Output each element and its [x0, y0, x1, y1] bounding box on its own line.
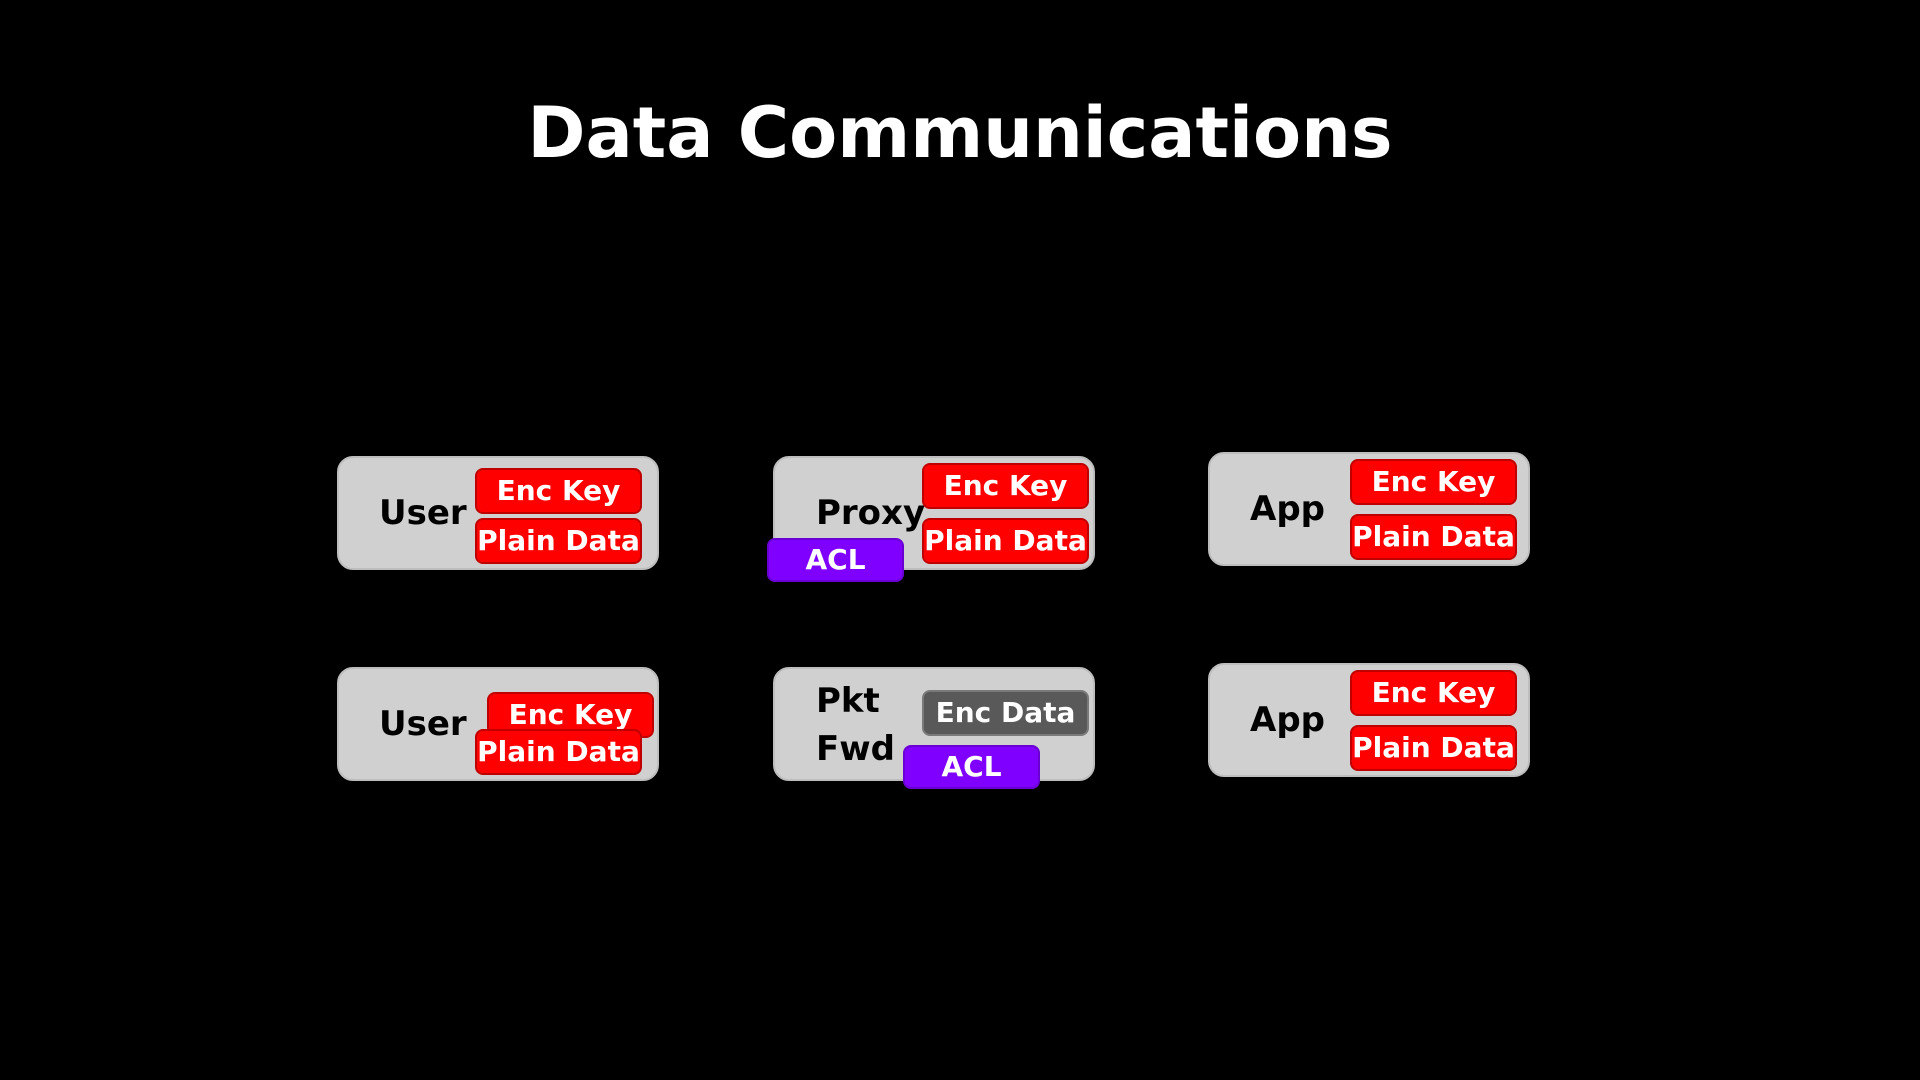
enc-data-block: Enc Data: [922, 690, 1089, 736]
pkt-fwd-label-line2: Fwd: [816, 729, 895, 769]
plain-data-block: Plain Data: [1350, 725, 1517, 771]
app-label: App: [1250, 700, 1325, 740]
plain-data-block: Plain Data: [1350, 514, 1517, 560]
page-title: Data Communications: [527, 92, 1393, 174]
enc-key-block: Enc Key: [475, 468, 642, 514]
plain-data-block: Plain Data: [475, 518, 642, 564]
app-label: App: [1250, 489, 1325, 529]
enc-key-block: Enc Key: [1350, 670, 1517, 716]
acl-block: ACL: [903, 745, 1040, 789]
user-label: User: [379, 704, 467, 744]
proxy-label: Proxy: [816, 493, 926, 533]
plain-data-block: Plain Data: [922, 518, 1089, 564]
enc-key-block: Enc Key: [922, 463, 1089, 509]
plain-data-block: Plain Data: [475, 729, 642, 775]
acl-block: ACL: [767, 538, 904, 582]
pkt-fwd-label-line1: Pkt: [816, 681, 880, 721]
user-label: User: [379, 493, 467, 533]
enc-key-block: Enc Key: [1350, 459, 1517, 505]
